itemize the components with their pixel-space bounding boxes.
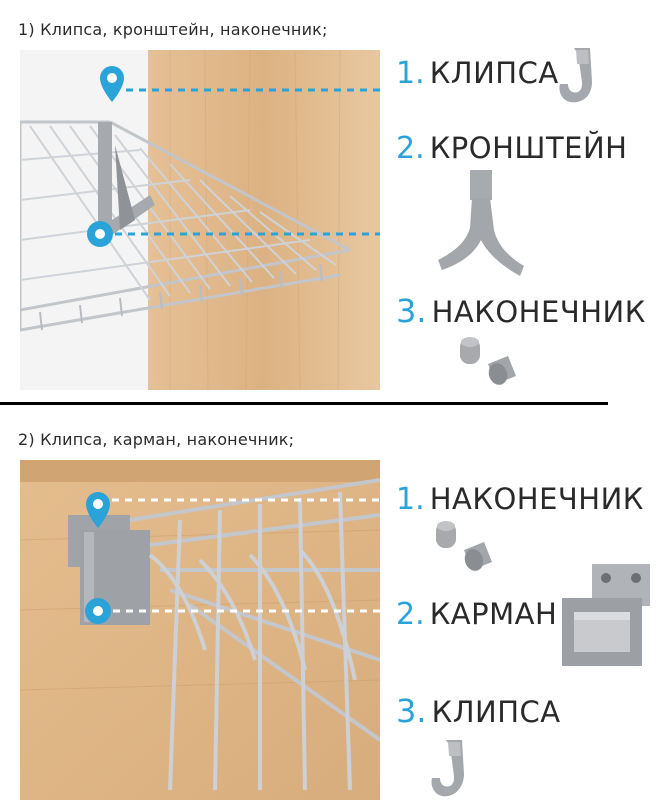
shelf-photo-2 <box>20 460 380 800</box>
section-2-item-2: 2. КАРМАН <box>396 597 557 632</box>
item-number: 1. <box>396 56 425 91</box>
section-2-item-3: 3. КЛИПСА <box>396 692 561 730</box>
item-number: 1. <box>396 482 425 517</box>
section-2-heading: 2) Клипса, карман, наконечник; <box>18 430 295 449</box>
section-1-item-3: 3. НАКОНЕЧНИК <box>396 292 646 330</box>
section-1-item-2: 2. КРОНШТЕЙН <box>396 131 627 166</box>
item-number: 3. <box>396 692 427 730</box>
item-label: КЛИПСА <box>429 56 559 90</box>
section-1-item-1: 1. КЛИПСА <box>396 56 559 91</box>
pocket-icon <box>556 562 656 676</box>
item-number: 3. <box>396 292 427 330</box>
end-cap-icon <box>434 520 504 580</box>
section-1-heading: 1) Клипса, кронштейн, наконечник; <box>18 20 328 39</box>
shelf-photo-1 <box>20 50 380 390</box>
item-label: КАРМАН <box>429 597 558 631</box>
bracket-icon <box>436 170 526 284</box>
item-label: НАКОНЕЧНИК <box>429 482 644 516</box>
section-divider <box>0 402 608 405</box>
clip-icon <box>428 736 480 806</box>
item-label: КЛИПСА <box>431 695 561 729</box>
item-label: НАКОНЕЧНИК <box>431 295 646 329</box>
clip-icon <box>556 44 608 112</box>
item-label: КРОНШТЕЙН <box>429 131 628 165</box>
section-2-item-1: 1. НАКОНЕЧНИК <box>396 482 644 517</box>
item-number: 2. <box>396 131 425 166</box>
item-number: 2. <box>396 597 425 632</box>
end-cap-icon <box>458 334 528 394</box>
